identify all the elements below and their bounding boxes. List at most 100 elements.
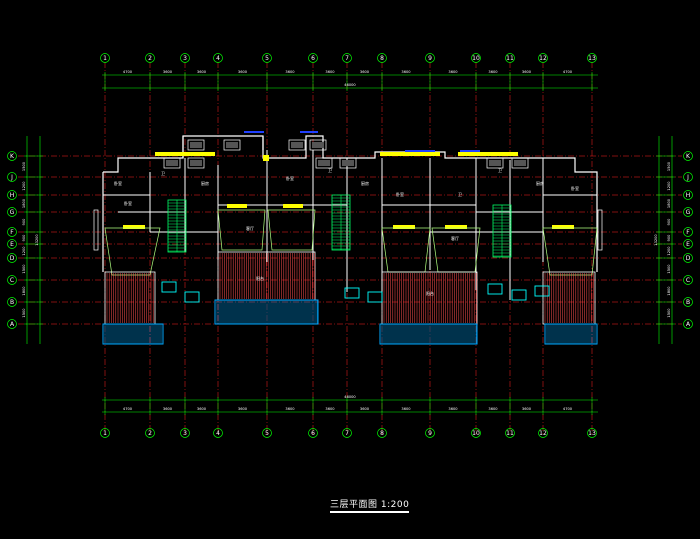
room-label: 卫 — [458, 192, 462, 197]
grid-bubble — [505, 53, 515, 63]
grid-bubble — [7, 172, 17, 182]
wall-fill — [283, 204, 303, 208]
bay-outline — [381, 227, 431, 273]
window — [93, 209, 99, 251]
fixture — [315, 157, 333, 169]
grid-bubble — [262, 428, 272, 438]
grid-bubble — [7, 253, 17, 263]
dimension-label: 1800 — [667, 286, 671, 296]
bay-outline — [267, 209, 316, 251]
grid-bubble — [145, 53, 155, 63]
dimension-label: 900 — [667, 218, 671, 226]
fixture — [223, 139, 241, 151]
room-labels: 卧室卫厨房客厅阳台卧室卫厨房卧室卫卧室卫厨房客厅阳台卧室 — [114, 168, 579, 296]
grid-bubble — [180, 53, 190, 63]
fixture — [187, 157, 205, 169]
grid-bubble — [471, 428, 481, 438]
grid-bubble — [538, 428, 548, 438]
dimension-label: 1200 — [667, 181, 671, 191]
fixture — [226, 142, 238, 148]
dimension-label: 3600 — [285, 407, 295, 411]
grid-bubble — [505, 428, 515, 438]
dimension-label: 900 — [667, 234, 671, 242]
dimension-label: 3600 — [360, 407, 370, 411]
wall-fill — [263, 155, 269, 161]
grid-bubble-label: 12 — [539, 55, 547, 62]
grid-bubble — [683, 190, 693, 200]
bay-outline — [431, 227, 481, 273]
grid-bubble-label: D — [10, 255, 15, 262]
dimension-label: 3600 — [522, 407, 532, 411]
grid-bubble — [180, 428, 190, 438]
room-label: 客厅 — [451, 235, 459, 241]
dimension-label: 1800 — [667, 198, 671, 208]
dimension-label: 4700 — [563, 70, 573, 74]
room-label: 卫 — [498, 168, 502, 173]
grid-bubble-label: J — [10, 174, 13, 181]
dimension-label: 3600 — [163, 407, 173, 411]
grid-bubble-label: G — [10, 209, 15, 216]
grid-bubble — [587, 53, 597, 63]
grid-bubble — [683, 319, 693, 329]
wall-fill — [458, 152, 518, 156]
grid-bubble-label: 12 — [539, 430, 547, 437]
grid-bubble-label: 5 — [265, 430, 269, 437]
grid-bubble — [587, 428, 597, 438]
grid-bubble — [683, 172, 693, 182]
grid-bubble-label: 5 — [265, 55, 269, 62]
fixture — [166, 160, 178, 166]
grid-bubble-label: 9 — [428, 55, 432, 62]
planter — [214, 299, 319, 325]
column-pier — [511, 289, 527, 301]
room-label: 卧室 — [114, 180, 122, 186]
grid-bubble — [100, 53, 110, 63]
grid-bubble-label: E — [686, 241, 690, 248]
dimension-label: 1500 — [22, 264, 26, 274]
grid-bubble-label: 7 — [345, 430, 349, 437]
bay-outline — [104, 227, 161, 276]
fixture — [318, 160, 330, 166]
grid-bubble-label: E — [10, 241, 14, 248]
fixture — [486, 157, 504, 169]
dimension-label: 3600 — [488, 70, 498, 74]
dimension-label: 3600 — [401, 407, 411, 411]
dimension-total-label: 13200 — [35, 234, 39, 246]
grid-bubble-label: 11 — [506, 430, 514, 437]
grid-bubble-label: 3 — [183, 430, 187, 437]
column-pier — [367, 291, 383, 303]
wall-fill — [445, 225, 467, 229]
wall-fill — [227, 204, 247, 208]
dimension-lines — [24, 72, 675, 415]
grid-bubble-label: 9 — [428, 430, 432, 437]
fixture — [291, 142, 303, 148]
grid-bubble-label: K — [686, 153, 691, 160]
grid-bubble-label: 4 — [216, 55, 220, 62]
dimension-label: 1500 — [22, 308, 26, 318]
fixture — [514, 160, 526, 166]
grid-bubble-label: 2 — [148, 430, 152, 437]
dimension-label: 900 — [22, 218, 26, 226]
planter — [379, 323, 478, 345]
dimension-label: 900 — [22, 234, 26, 242]
grid-bubble — [100, 428, 110, 438]
walls — [102, 135, 598, 300]
grid-bubble — [538, 53, 548, 63]
grid-bubble-label: 1 — [103, 430, 107, 437]
grid-bubble-label: 6 — [311, 430, 315, 437]
grid-bubble — [145, 428, 155, 438]
fixture — [489, 160, 501, 166]
grid-bubble — [7, 239, 17, 249]
room-label: 厨房 — [361, 180, 369, 186]
grid-bubble-label: B — [10, 299, 14, 306]
grid-bubble — [683, 239, 693, 249]
dimension-label: 4700 — [563, 407, 573, 411]
grid-bubble — [7, 297, 17, 307]
wall-fill — [123, 225, 145, 229]
dimension-label: 1500 — [22, 161, 26, 171]
dimension-label: 3600 — [238, 70, 248, 74]
column-pier — [487, 283, 503, 295]
wall-fill — [155, 152, 215, 156]
grid-bubble-label: 2 — [148, 55, 152, 62]
